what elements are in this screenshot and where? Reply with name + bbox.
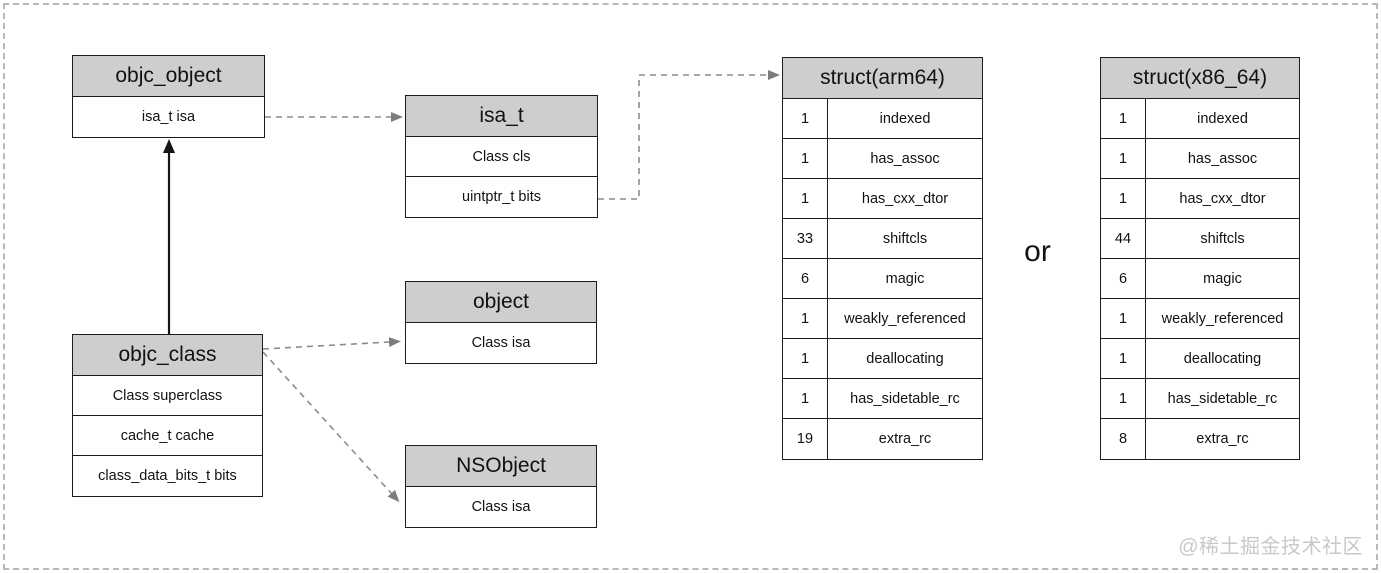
objc-object-row-isa: isa_t isa (141, 109, 196, 125)
table-row: 19 extra_rc (783, 419, 982, 459)
table-row: 1 deallocating (1101, 339, 1299, 379)
bits-value: 33 (783, 219, 828, 258)
or-label: or (1024, 235, 1051, 268)
field-name: shiftcls (882, 230, 928, 247)
field-name: deallocating (866, 350, 944, 367)
nsobject-title: NSObject (406, 446, 596, 487)
x86-64-struct-table: struct(x86_64) 1 indexed 1 has_assoc 1 h… (1100, 57, 1300, 460)
bits-value: 1 (783, 299, 828, 338)
field-name: has_assoc (870, 150, 940, 167)
table-row: 1 weakly_referenced (783, 299, 982, 339)
objc-object-title: objc_object (73, 56, 264, 97)
bits-value: 1 (1101, 139, 1146, 178)
nsobject-box: NSObject Class isa (405, 445, 597, 528)
isa-t-row-cls: Class cls (406, 137, 597, 177)
field-name: weakly_referenced (1161, 310, 1284, 327)
field-name: indexed (879, 110, 931, 127)
table-row: 6 magic (1101, 259, 1299, 299)
arrow-bits-to-arm64 (598, 70, 780, 200)
object-box: object Class isa (405, 281, 597, 364)
table-row: 8 extra_rc (1101, 419, 1299, 459)
field-name: indexed (1197, 110, 1248, 127)
objc-class-row-cache: cache_t cache (73, 416, 262, 456)
isa-t-title: isa_t (406, 96, 597, 137)
arrow-objcclass-to-nsobject (262, 351, 400, 503)
watermark: @稀土掘金技术社区 (1178, 536, 1363, 558)
table-row: 1 has_assoc (783, 139, 982, 179)
table-row: 1 deallocating (783, 339, 982, 379)
field-name: extra_rc (878, 431, 932, 447)
object-title: object (406, 282, 596, 323)
object-row-isa: Class isa (471, 335, 531, 351)
bits-value: 1 (1101, 379, 1146, 418)
field-name: has_cxx_dtor (1179, 190, 1266, 207)
objc-class-title: objc_class (73, 335, 262, 376)
field-name: extra_rc (1196, 431, 1249, 447)
table-row: 33 shiftcls (783, 219, 982, 259)
field-name: magic (1203, 270, 1242, 287)
bits-value: 1 (783, 179, 828, 218)
x86-64-table-title: struct(x86_64) (1101, 58, 1299, 99)
bits-value: 44 (1101, 219, 1146, 258)
field-name: magic (885, 270, 925, 287)
isa-t-row-bits: uintptr_t bits (462, 189, 541, 205)
field-name: deallocating (1183, 350, 1262, 367)
table-row: 1 indexed (1101, 99, 1299, 139)
table-row: 6 magic (783, 259, 982, 299)
arm64-struct-table: struct(arm64) 1 indexed 1 has_assoc 1 ha… (782, 57, 983, 460)
table-row: 1 has_cxx_dtor (1101, 179, 1299, 219)
bits-value: 1 (1101, 99, 1146, 138)
isa-t-box: isa_t Class cls uintptr_t bits (405, 95, 598, 218)
table-row: 1 has_cxx_dtor (783, 179, 982, 219)
bits-value: 1 (783, 339, 828, 378)
objc-class-box: objc_class Class superclass cache_t cach… (72, 334, 263, 497)
table-row: 1 has_sidetable_rc (783, 379, 982, 419)
bits-value: 6 (783, 259, 828, 298)
field-name: has_sidetable_rc (1167, 390, 1278, 407)
bits-value: 6 (1101, 259, 1146, 298)
table-row: 1 has_assoc (1101, 139, 1299, 179)
field-name: weakly_referenced (844, 310, 966, 327)
objc-object-box: objc_object isa_t isa (72, 55, 265, 138)
table-row: 1 indexed (783, 99, 982, 139)
field-name: has_sidetable_rc (850, 390, 960, 407)
objc-class-row-superclass: Class superclass (73, 376, 262, 416)
bits-value: 1 (783, 379, 828, 418)
nsobject-row-isa: Class isa (471, 499, 531, 515)
bits-value: 8 (1101, 419, 1146, 459)
bits-value: 1 (1101, 179, 1146, 218)
table-row: 1 weakly_referenced (1101, 299, 1299, 339)
field-name: has_cxx_dtor (861, 190, 949, 207)
table-row: 44 shiftcls (1101, 219, 1299, 259)
bits-value: 19 (783, 419, 828, 459)
objc-class-row-bits: class_data_bits_t bits (98, 468, 237, 484)
arrow-objcclass-to-object (262, 337, 401, 350)
field-name: has_assoc (1187, 150, 1258, 167)
bits-value: 1 (1101, 299, 1146, 338)
arm64-table-title: struct(arm64) (783, 58, 982, 99)
bits-value: 1 (783, 139, 828, 178)
bits-value: 1 (783, 99, 828, 138)
table-row: 1 has_sidetable_rc (1101, 379, 1299, 419)
bits-value: 1 (1101, 339, 1146, 378)
field-name: shiftcls (1200, 230, 1245, 247)
